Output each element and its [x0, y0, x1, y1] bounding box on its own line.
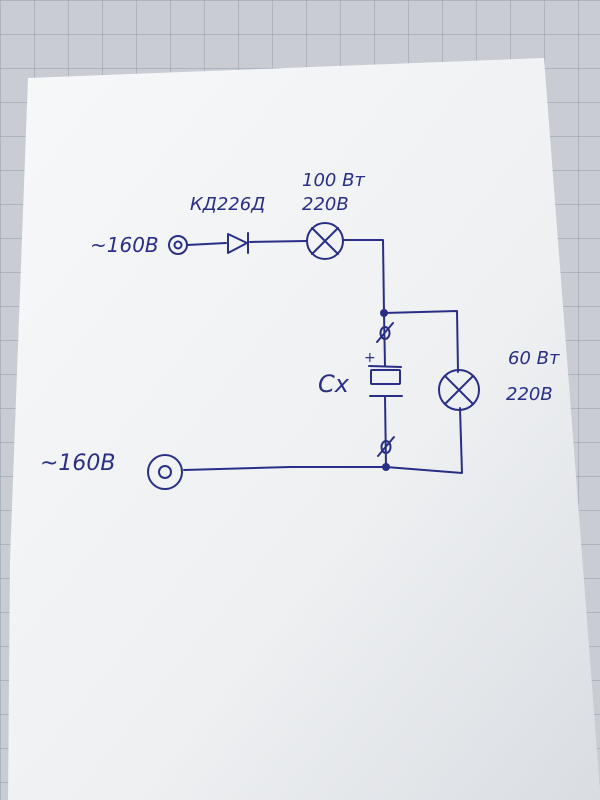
lamp-right-label-line2: 220В — [506, 384, 553, 405]
labels: ~160В ~160В КД226Д 100 Вт 220В 60 Вт 220… — [40, 170, 560, 476]
terminal-bottom-icon — [147, 454, 183, 490]
capacitor-polarity: + — [364, 350, 376, 366]
wire-diode-lamp — [249, 240, 307, 243]
test-point-lower — [377, 436, 395, 457]
capacitor-label: Cx — [318, 370, 350, 398]
diode-label: КД226Д — [190, 194, 265, 215]
lamp-right-label-line1: 60 Вт — [508, 348, 560, 369]
test-point-upper — [376, 322, 394, 343]
lamp-top-label-line1: 100 Вт — [302, 170, 365, 191]
circuit-diagram — [147, 222, 480, 490]
terminal-top-label: ~160В — [90, 233, 159, 257]
wire-lamp-bottom — [385, 407, 463, 474]
wire-lamp-corner — [343, 239, 385, 314]
capacitor-icon — [368, 365, 403, 397]
lamp-top-label-line2: 220В — [302, 194, 349, 215]
wire-cap-node — [384, 395, 387, 468]
junction-top — [380, 309, 388, 317]
terminal-top-icon — [168, 235, 188, 255]
paper-sheet — [8, 58, 600, 800]
lamp-right-icon — [438, 369, 480, 411]
lamp-top-icon — [306, 222, 344, 260]
wire-top — [186, 242, 227, 246]
wire-bottom — [183, 466, 387, 471]
junction-bottom — [382, 463, 390, 471]
wire-junction-right — [383, 310, 459, 373]
diode-icon — [227, 232, 249, 254]
terminal-bottom-label: ~160В — [40, 451, 116, 476]
